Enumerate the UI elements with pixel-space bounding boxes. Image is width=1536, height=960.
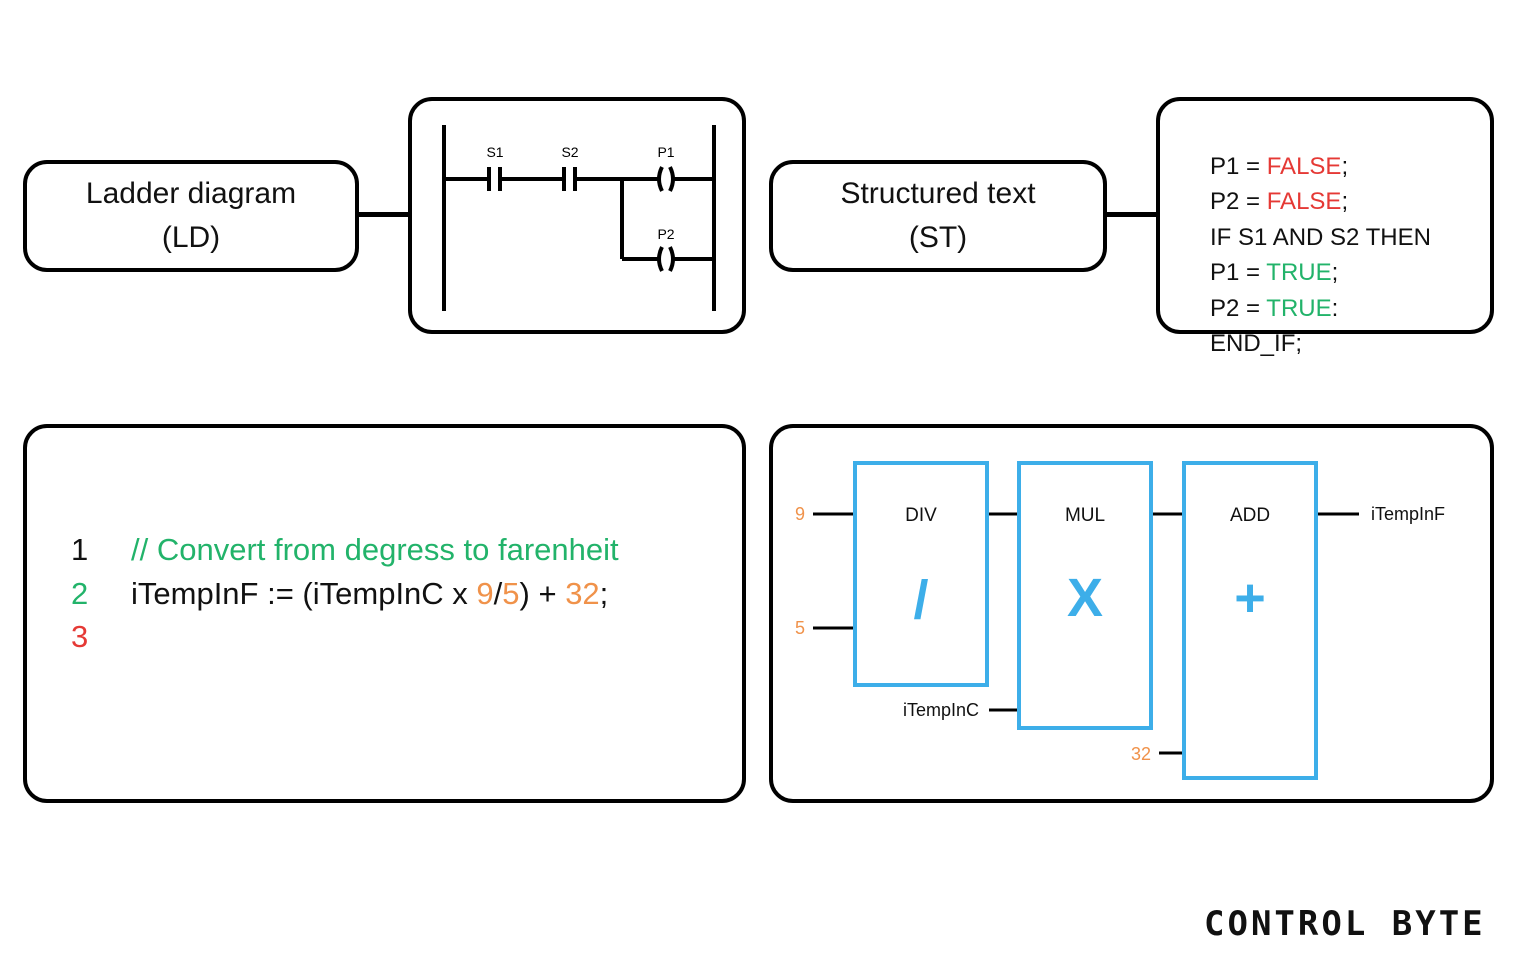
add-block xyxy=(1182,461,1318,780)
line-number: 1 xyxy=(71,532,89,567)
coil-label-p1: P1 xyxy=(657,144,674,160)
mul-block-name: MUL xyxy=(1065,505,1105,526)
line-number: 3 xyxy=(71,619,89,654)
code-number: 32 xyxy=(565,575,600,611)
contact-label-s1: S1 xyxy=(486,144,503,160)
ld-label-line2: (LD) xyxy=(161,221,221,254)
st-code: P1 = FALSE; P2 = FALSE; IF S1 AND S2 THEN P… xyxy=(1210,113,1431,433)
false-value: FALSE xyxy=(1266,152,1342,180)
code-line: 3 xyxy=(71,615,619,659)
contact-label-s2: S2 xyxy=(561,144,578,160)
code-editor-box: 1 // Convert from degress to farenheit 2… xyxy=(23,424,746,803)
st-line-5: P2 = TRUE: xyxy=(1210,294,1339,322)
div-input-1: 9 xyxy=(795,504,805,524)
div-block xyxy=(853,461,989,687)
line-number: 2 xyxy=(71,575,89,611)
code-comment: // Convert from degress to farenheit xyxy=(131,532,619,567)
st-line-6: END_IF; xyxy=(1210,330,1303,357)
add-block-name: ADD xyxy=(1230,505,1270,526)
control-byte-logo: CONTROL BYTE xyxy=(1204,904,1486,944)
structured-text-box: P1 = FALSE; P2 = FALSE; IF S1 AND S2 THEN P… xyxy=(1156,97,1494,357)
st-line-1: P1 = FALSE; xyxy=(1210,152,1349,180)
add-output: iTempInF xyxy=(1371,504,1445,524)
div-input-2: 5 xyxy=(795,618,805,638)
false-value: FALSE xyxy=(1266,188,1342,215)
st-line-4: P1 = TRUE; xyxy=(1210,259,1339,286)
ld-connector xyxy=(359,212,410,217)
ld-label-box: Ladder diagram (LD) xyxy=(23,160,359,272)
coil-p2-left xyxy=(657,246,664,272)
mul-block xyxy=(1017,461,1153,730)
code-number: 9 xyxy=(476,575,494,611)
function-block-diagram: DIV MUL ADD / X + 9 5 32 iTempInC iTempI… xyxy=(795,461,1445,780)
coil-p1-right xyxy=(668,166,675,192)
coil-label-p2: P2 xyxy=(657,226,674,242)
ladder-diagram-box: S1 S2 P1 P2 xyxy=(408,97,746,334)
code-area: 1 // Convert from degress to farenheit 2… xyxy=(71,528,619,659)
st-connector xyxy=(1107,212,1158,217)
code-line: 2 iTempInF := (iTempInC x 9/5) + 32; xyxy=(71,572,619,616)
true-value: TRUE xyxy=(1266,294,1332,322)
ld-label-line1: Ladder diagram xyxy=(85,177,297,210)
div-block-name: DIV xyxy=(905,505,937,526)
mul-input-2: iTempInC xyxy=(903,700,979,720)
coil-p1-left xyxy=(657,166,664,192)
div-symbol: / xyxy=(913,570,928,630)
mul-symbol: X xyxy=(1067,568,1103,628)
st-label-line1: Structured text xyxy=(840,177,1036,210)
code-number: 5 xyxy=(502,575,520,611)
coil-p2-right xyxy=(668,246,675,272)
st-label-line2: (ST) xyxy=(908,221,968,254)
add-input-2: 32 xyxy=(1131,744,1151,764)
st-line-3: IF S1 AND S2 THEN xyxy=(1210,223,1431,251)
code-line: 1 // Convert from degress to farenheit xyxy=(71,528,619,572)
st-label-box: Structured text (ST) xyxy=(769,160,1107,272)
add-symbol: + xyxy=(1234,568,1266,628)
fbd-box: DIV MUL ADD / X + 9 5 32 iTempInC iTempI… xyxy=(769,424,1494,803)
ladder-diagram: S1 S2 P1 P2 xyxy=(442,125,716,311)
true-value: TRUE xyxy=(1266,259,1332,286)
st-line-2: P2 = FALSE; xyxy=(1210,188,1349,215)
